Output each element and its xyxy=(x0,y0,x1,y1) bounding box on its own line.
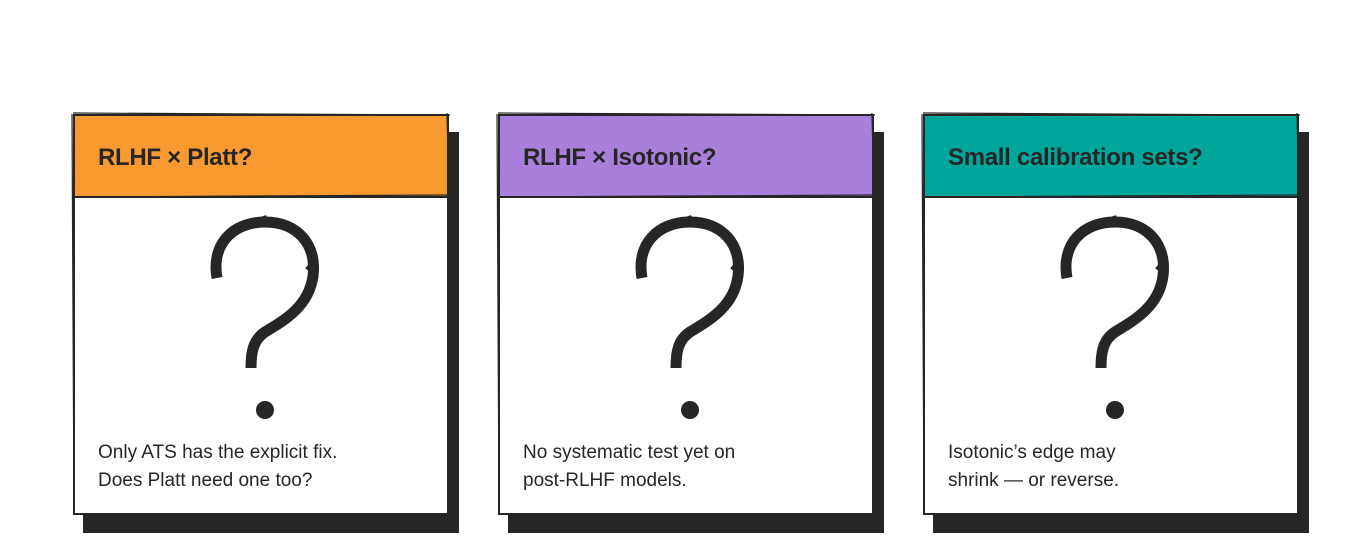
card-caption: Isotonic’s edge may shrink — or reverse. xyxy=(948,439,1119,495)
card-caption: Only ATS has the explicit fix. Does Plat… xyxy=(98,439,337,495)
card-caption: No systematic test yet on post-RLHF mode… xyxy=(523,439,735,495)
caption-line: shrink — or reverse. xyxy=(948,470,1120,491)
card-title: RLHF × Isotonic? xyxy=(523,144,717,171)
question-mark-icon xyxy=(635,215,744,419)
card-face: Small calibration sets? Isotonic’s edge … xyxy=(923,114,1299,515)
caption-line: post-RLHF models. xyxy=(523,470,687,491)
caption-line: Does Platt need one too? xyxy=(98,470,313,491)
question-mark-icon xyxy=(1060,215,1169,419)
caption-line: Isotonic’s edge may xyxy=(948,442,1116,463)
card-title: Small calibration sets? xyxy=(948,144,1203,171)
question-mark-icon xyxy=(210,215,319,419)
question-card-2: RLHF × Isotonic? No systematic test yet … xyxy=(496,112,884,533)
caption-line: No systematic test yet on xyxy=(523,442,736,463)
question-card-1: RLHF × Platt? Only ATS has the explicit … xyxy=(71,112,459,533)
card-face: RLHF × Isotonic? No systematic test yet … xyxy=(498,114,874,515)
caption-line: Only ATS has the explicit fix. xyxy=(98,442,338,463)
question-card-3: Small calibration sets? Isotonic’s edge … xyxy=(921,112,1309,533)
card-title: RLHF × Platt? xyxy=(98,144,253,171)
card-face: RLHF × Platt? Only ATS has the explicit … xyxy=(73,114,449,515)
